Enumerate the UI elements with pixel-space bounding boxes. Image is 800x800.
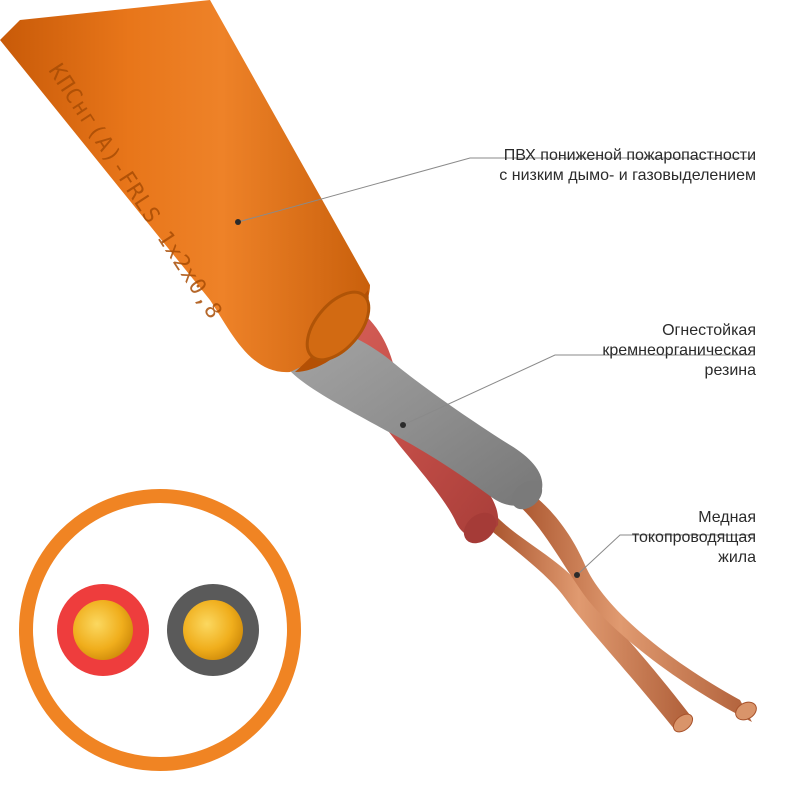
cross-section [19,489,301,771]
leader-lines [237,157,755,576]
red-core-end [463,512,497,544]
label-sheath-line2: с низким дымо- и газовыделением [499,167,756,184]
leader-line-conductor [576,534,755,576]
label-conductor-line3: жила [718,549,756,566]
cross-section-grey-conductor [183,600,243,660]
copper-wire-left-end [672,713,694,733]
label-sheath-line1: ПВХ пониженой пожаропастности [503,147,756,164]
label-conductor-line1: Медная [698,509,756,526]
outer-sheath: КПСнг(А)-FRLS 1x2x0,8 [0,0,371,373]
label-insulation-line2: кремнеорганическая [602,342,756,359]
grey-insulated-core [285,328,543,506]
copper-wire-left [488,518,690,730]
label-insulation-line3: резина [704,362,756,379]
grey-core-end [511,480,543,510]
label-insulation-line1: Огнестойкая [662,322,756,339]
copper-wire-right [512,486,752,722]
leader-dot-conductor [574,572,580,578]
leader-dot-sheath [235,219,241,225]
label-conductor: Медная токопроводящая жила [632,508,756,568]
leader-line-insulation [402,354,755,426]
leader-dot-insulation [400,422,406,428]
sheath-body [0,0,370,373]
leader-line-sheath [237,157,755,223]
cross-section-sheath-ring [19,489,301,771]
label-conductor-line2: токопроводящая [631,529,756,546]
copper-conductors [488,486,757,733]
label-sheath: ПВХ пониженой пожаропастности с низким д… [499,146,756,186]
insulated-cores [285,297,543,544]
label-insulation: Огнестойкая кремнеорганическая резина [602,321,756,381]
sheath-opening [305,290,371,362]
cross-section-red-conductor [73,600,133,660]
copper-wire-right-end [735,701,757,721]
